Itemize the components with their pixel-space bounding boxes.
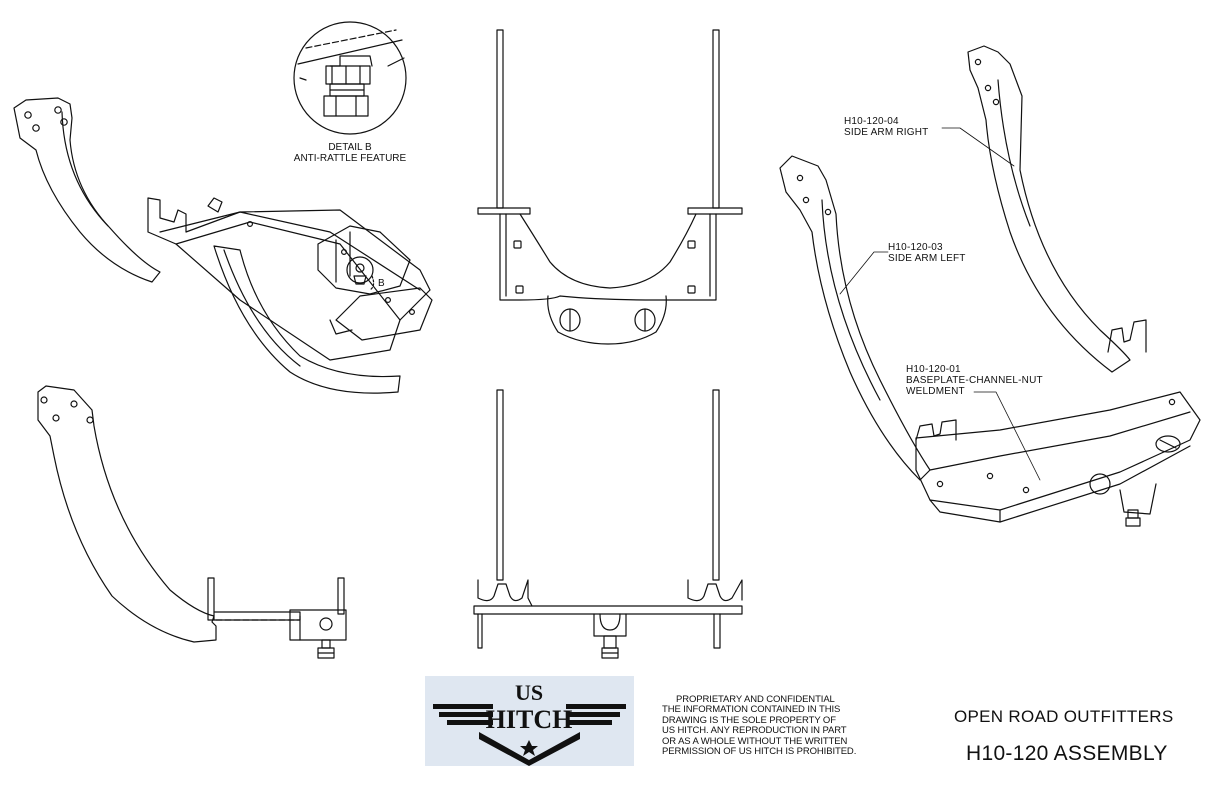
- drawing-title: H10-120 ASSEMBLY: [966, 742, 1168, 765]
- side-view: [37, 385, 347, 659]
- notice-heading: PROPRIETARY AND CONFIDENTIAL: [676, 694, 835, 705]
- notice-line: OR AS A WHOLE WITHOUT THE WRITTEN: [662, 735, 848, 747]
- detail-caption: DETAIL B ANTI-RATTLE FEATURE: [270, 142, 430, 164]
- detail-view-letter: B: [378, 278, 385, 289]
- notice-line: US HITCH. ANY REPRODUCTION IN PART: [662, 725, 847, 737]
- callout-baseplate: H10-120-01 BASEPLATE-CHANNEL-NUT WELDMEN…: [906, 364, 1043, 397]
- us-hitch-logo: US HITCH: [425, 676, 634, 766]
- callout-description: SIDE ARM LEFT: [888, 253, 966, 264]
- detail-b-view: [293, 21, 407, 135]
- logo-graphic: US HITCH: [433, 680, 626, 766]
- callout-description-2: WELDMENT: [906, 386, 965, 397]
- front-view: [477, 29, 743, 345]
- proprietary-notice: PROPRIETARY AND CONFIDENTIAL THE INFORMA…: [662, 694, 892, 758]
- callout-side-arm-right: H10-120-04 SIDE ARM RIGHT: [844, 116, 928, 138]
- callout-part-number: H10-120-03: [888, 242, 943, 253]
- logo-text-hitch: HITCH: [486, 705, 573, 734]
- company-name: OPEN ROAD OUTFITTERS: [954, 707, 1174, 726]
- callout-description: SIDE ARM RIGHT: [844, 127, 929, 138]
- callout-part-number: H10-120-04: [844, 116, 899, 127]
- callout-part-number: H10-120-01: [906, 364, 961, 375]
- callout-description: BASEPLATE-CHANNEL-NUT: [906, 375, 1043, 386]
- leader-lines: [839, 127, 1041, 481]
- logo-text-us: US: [515, 680, 543, 705]
- detail-title: DETAIL B: [328, 142, 372, 153]
- callout-side-arm-left: H10-120-03 SIDE ARM LEFT: [888, 242, 966, 264]
- notice-line: THE INFORMATION CONTAINED IN THIS: [662, 704, 841, 716]
- notice-line: PERMISSION OF US HITCH IS PROHIBITED.: [662, 746, 857, 758]
- detail-subtitle: ANTI-RATTLE FEATURE: [293, 153, 407, 164]
- right-isometric-view: [779, 45, 1201, 527]
- notice-line: DRAWING IS THE SOLE PROPERTY OF: [662, 714, 836, 726]
- isometric-assembly-view: [13, 97, 433, 394]
- top-view: [473, 389, 743, 659]
